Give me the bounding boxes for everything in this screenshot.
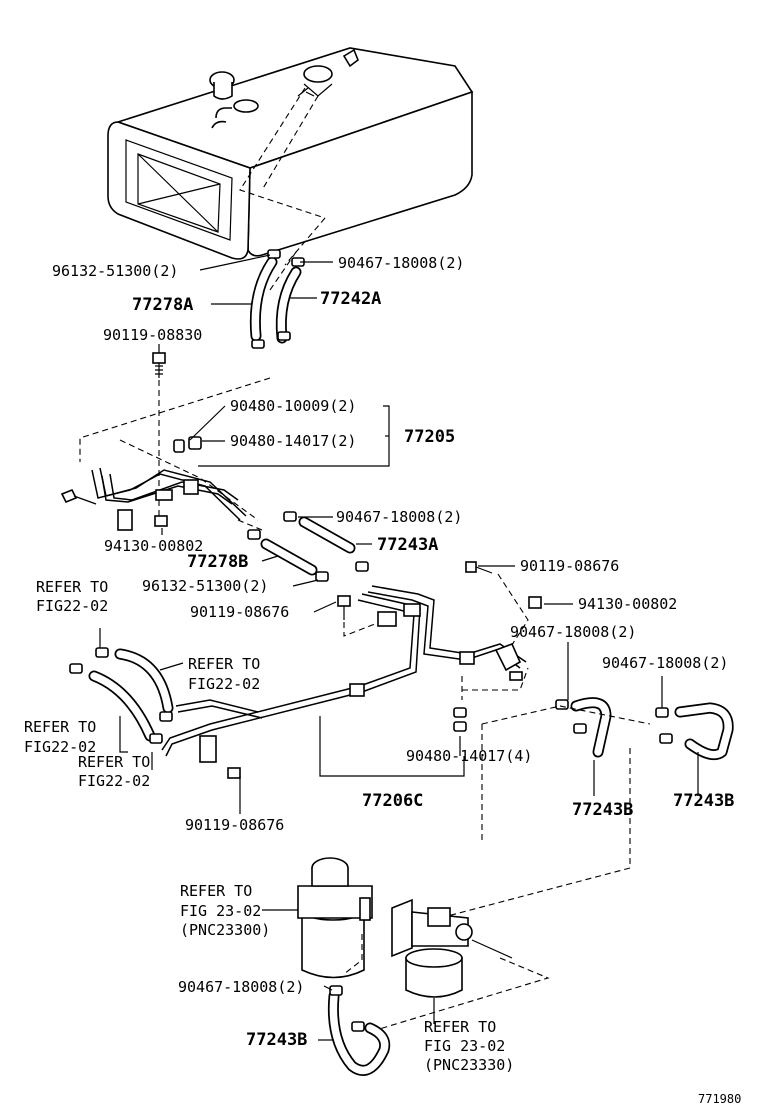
label-90467-18008-e: 90467-18008(2) — [178, 978, 304, 996]
label-90480-14017-a: 90480-14017(2) — [230, 432, 356, 450]
bolt-90119-08830-icon — [152, 352, 166, 378]
hose-clamps-upper — [251, 249, 305, 349]
hose-77242a — [275, 266, 302, 344]
refer-filter-right-line3: (PNC23330) — [424, 1056, 514, 1074]
hose-77243b-lower — [327, 985, 391, 1076]
label-77243b-c: 77243B — [246, 1030, 307, 1050]
nut-94130-right-icon — [528, 596, 542, 609]
label-94130-00802-b: 94130-00802 — [578, 595, 677, 613]
refer-filter-left-line2: FIG 23-02 — [180, 902, 261, 920]
refer-left-bottom-line2: FIG22-02 — [24, 738, 96, 756]
fuel-filter-pnc23300 — [297, 857, 373, 979]
part-labels: 96132-51300(2) 90467-18008(2) 77278A 772… — [52, 254, 734, 1050]
label-96132-51300-b: 96132-51300(2) — [142, 577, 268, 595]
figure-id: 771980 — [698, 1092, 741, 1106]
label-90467-18008-b: 90467-18008(2) — [336, 508, 462, 526]
label-90480-14017-b: 90480-14017(4) — [406, 747, 532, 765]
hose-clamps-mid — [247, 511, 369, 582]
fuel-filter-pnc23330 — [391, 898, 513, 998]
label-77278b: 77278B — [187, 552, 248, 572]
label-90119-08676-a: 90119-08676 — [190, 603, 289, 621]
refer-filter-left-line3: (PNC23300) — [180, 921, 270, 939]
hose-77243b-far-right — [655, 702, 734, 761]
label-77243a: 77243A — [377, 535, 438, 555]
bolt-90119-08676-right-icon — [465, 561, 493, 574]
refer-mid-line1: REFER TO — [188, 655, 260, 673]
refer-left-bottom-line1: REFER TO — [24, 718, 96, 736]
bolt-icon — [60, 488, 97, 505]
hose-77243b-right — [555, 697, 612, 758]
refer-left-top-line1: REFER TO — [36, 578, 108, 596]
hose-77243a — [298, 516, 356, 554]
bolt-90119-08676-lower-icon — [227, 767, 241, 800]
label-96132-51300-a: 96132-51300(2) — [52, 262, 178, 280]
nut-94130-icon — [154, 515, 168, 527]
refer-mid-line2: FIG22-02 — [188, 675, 260, 693]
label-90467-18008-c: 90467-18008(2) — [510, 623, 636, 641]
label-77242a: 77242A — [320, 289, 381, 309]
label-90467-18008-d: 90467-18008(2) — [602, 654, 728, 672]
label-77206c: 77206C — [362, 791, 423, 811]
label-90119-08676-b: 90119-08676 — [520, 557, 619, 575]
label-90480-10009: 90480-10009(2) — [230, 397, 356, 415]
bolt-90119-08676-icon — [337, 595, 351, 620]
fuel-tube-77205 — [91, 467, 247, 531]
refer-filter-left-line1: REFER TO — [180, 882, 252, 900]
hose-77278b — [260, 538, 318, 576]
refer-mid-bottom-line1: REFER TO — [78, 753, 150, 771]
refer-left-top-line2: FIG22-02 — [36, 597, 108, 615]
label-77243b-b: 77243B — [673, 791, 734, 811]
label-90119-08676-c: 90119-08676 — [185, 816, 284, 834]
refer-filter-right-line1: REFER TO — [424, 1018, 496, 1036]
label-77278a: 77278A — [132, 295, 193, 315]
label-77243b-a: 77243B — [572, 800, 633, 820]
fuel-tube-77206c — [161, 585, 527, 763]
label-94130-00802-a: 94130-00802 — [104, 537, 203, 555]
leader-lines — [99, 254, 699, 1041]
refer-mid-bottom-line2: FIG22-02 — [78, 772, 150, 790]
plug-90480-icon — [173, 436, 202, 453]
plug-90480-lower-icon — [453, 707, 467, 732]
refer-notes: REFER TO FIG22-02 REFER TO FIG22-02 REFE… — [24, 578, 514, 1074]
label-90119-08830: 90119-08830 — [103, 326, 202, 344]
fuel-tank — [107, 47, 474, 260]
label-90467-18008-a: 90467-18008(2) — [338, 254, 464, 272]
hose-77278a — [249, 256, 278, 342]
label-77205: 77205 — [404, 427, 455, 447]
refer-filter-right-line2: FIG 23-02 — [424, 1037, 505, 1055]
hose-refer-left — [69, 647, 174, 744]
